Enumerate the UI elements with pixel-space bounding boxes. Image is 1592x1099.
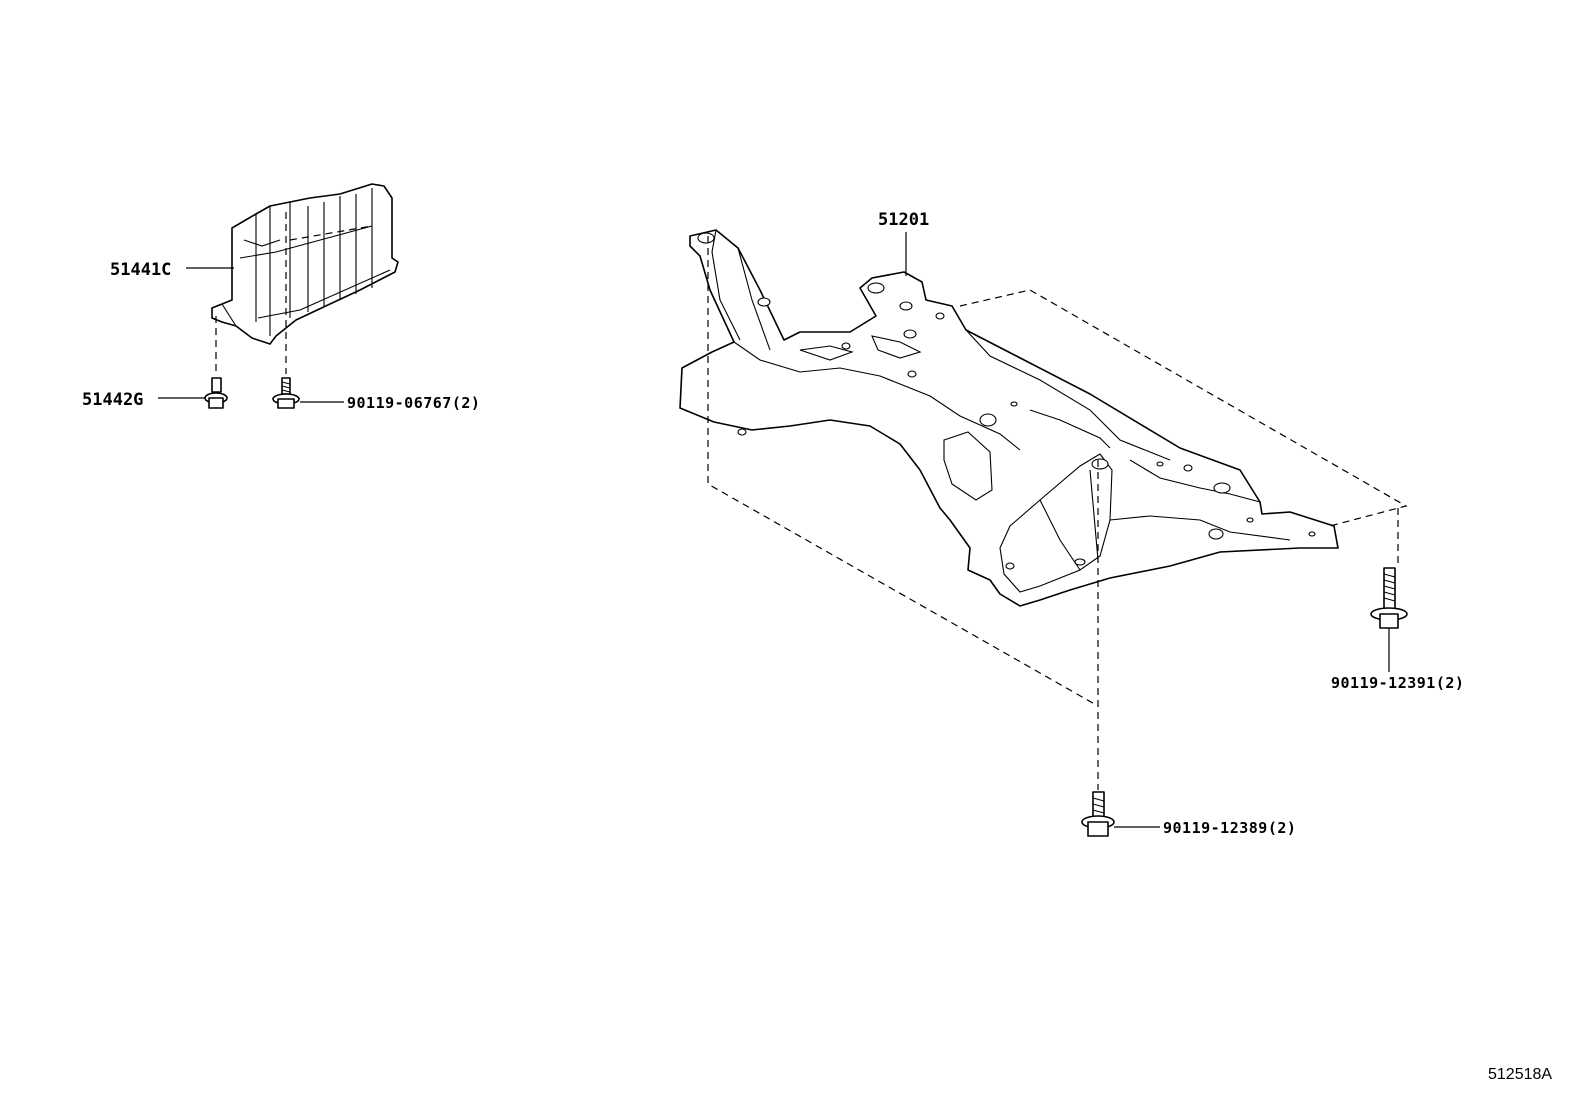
bolt-90119-12391[interactable] <box>1370 567 1408 629</box>
label-90119-06767: 90119-06767(2) <box>347 394 480 412</box>
label-51441c: 51441C <box>110 260 171 280</box>
label-51201: 51201 <box>878 210 929 230</box>
clip-51442g[interactable] <box>204 377 228 409</box>
crossmember-51201[interactable] <box>679 229 1339 607</box>
label-90119-12389: 90119-12389(2) <box>1163 819 1296 837</box>
label-51442g: 51442G <box>82 390 143 410</box>
bolt-90119-12389[interactable] <box>1081 791 1115 837</box>
label-90119-12391: 90119-12391(2) <box>1331 674 1464 692</box>
bolt-90119-06767[interactable] <box>272 377 300 409</box>
engine-under-cover-51441c[interactable] <box>211 183 399 345</box>
diagram-reference: 512518A <box>1488 1066 1552 1083</box>
